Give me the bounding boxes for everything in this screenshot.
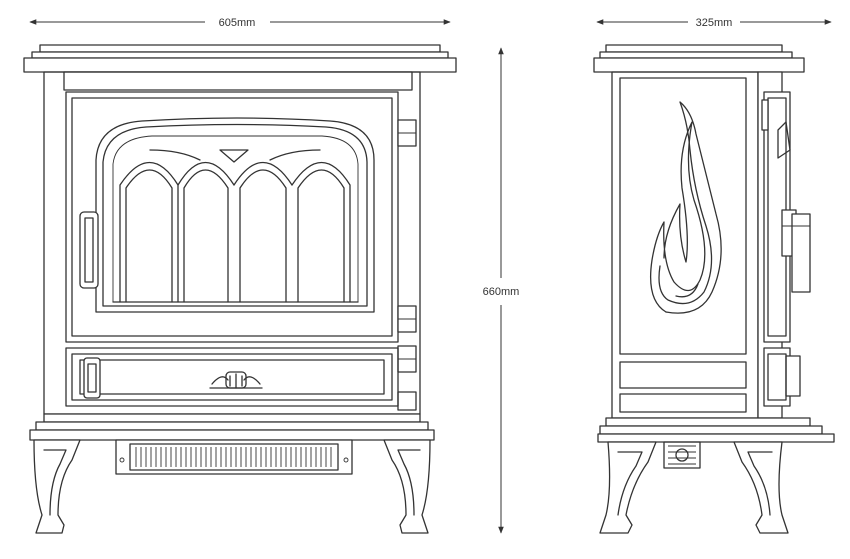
front-legs xyxy=(33,439,431,534)
side-heater-unit xyxy=(663,441,701,469)
side-legs xyxy=(599,441,789,534)
logo-emblem xyxy=(209,371,263,389)
side-vent-upper xyxy=(619,361,747,389)
depth-dimension: 325mm xyxy=(596,17,832,29)
front-top-cap xyxy=(23,44,457,91)
side-panel xyxy=(619,77,747,355)
side-vent-lower xyxy=(619,393,747,413)
side-front-edge xyxy=(757,71,811,419)
heater-grille xyxy=(115,439,353,475)
front-view xyxy=(23,44,457,534)
side-plinth xyxy=(597,417,835,443)
width-dimension: 605mm xyxy=(29,17,451,29)
ash-drawer xyxy=(65,347,399,407)
side-top-cap xyxy=(593,44,805,73)
flame-motif xyxy=(649,101,722,314)
front-door xyxy=(65,91,399,343)
front-plinth xyxy=(29,413,435,441)
door-handle xyxy=(79,211,99,289)
width-label: 605mm xyxy=(219,17,256,29)
side-view xyxy=(593,44,835,534)
hinges xyxy=(397,119,417,411)
depth-label: 325mm xyxy=(696,17,733,29)
side-body xyxy=(611,71,759,419)
height-dimension: 660mm xyxy=(483,47,520,534)
height-label: 660mm xyxy=(483,286,520,298)
